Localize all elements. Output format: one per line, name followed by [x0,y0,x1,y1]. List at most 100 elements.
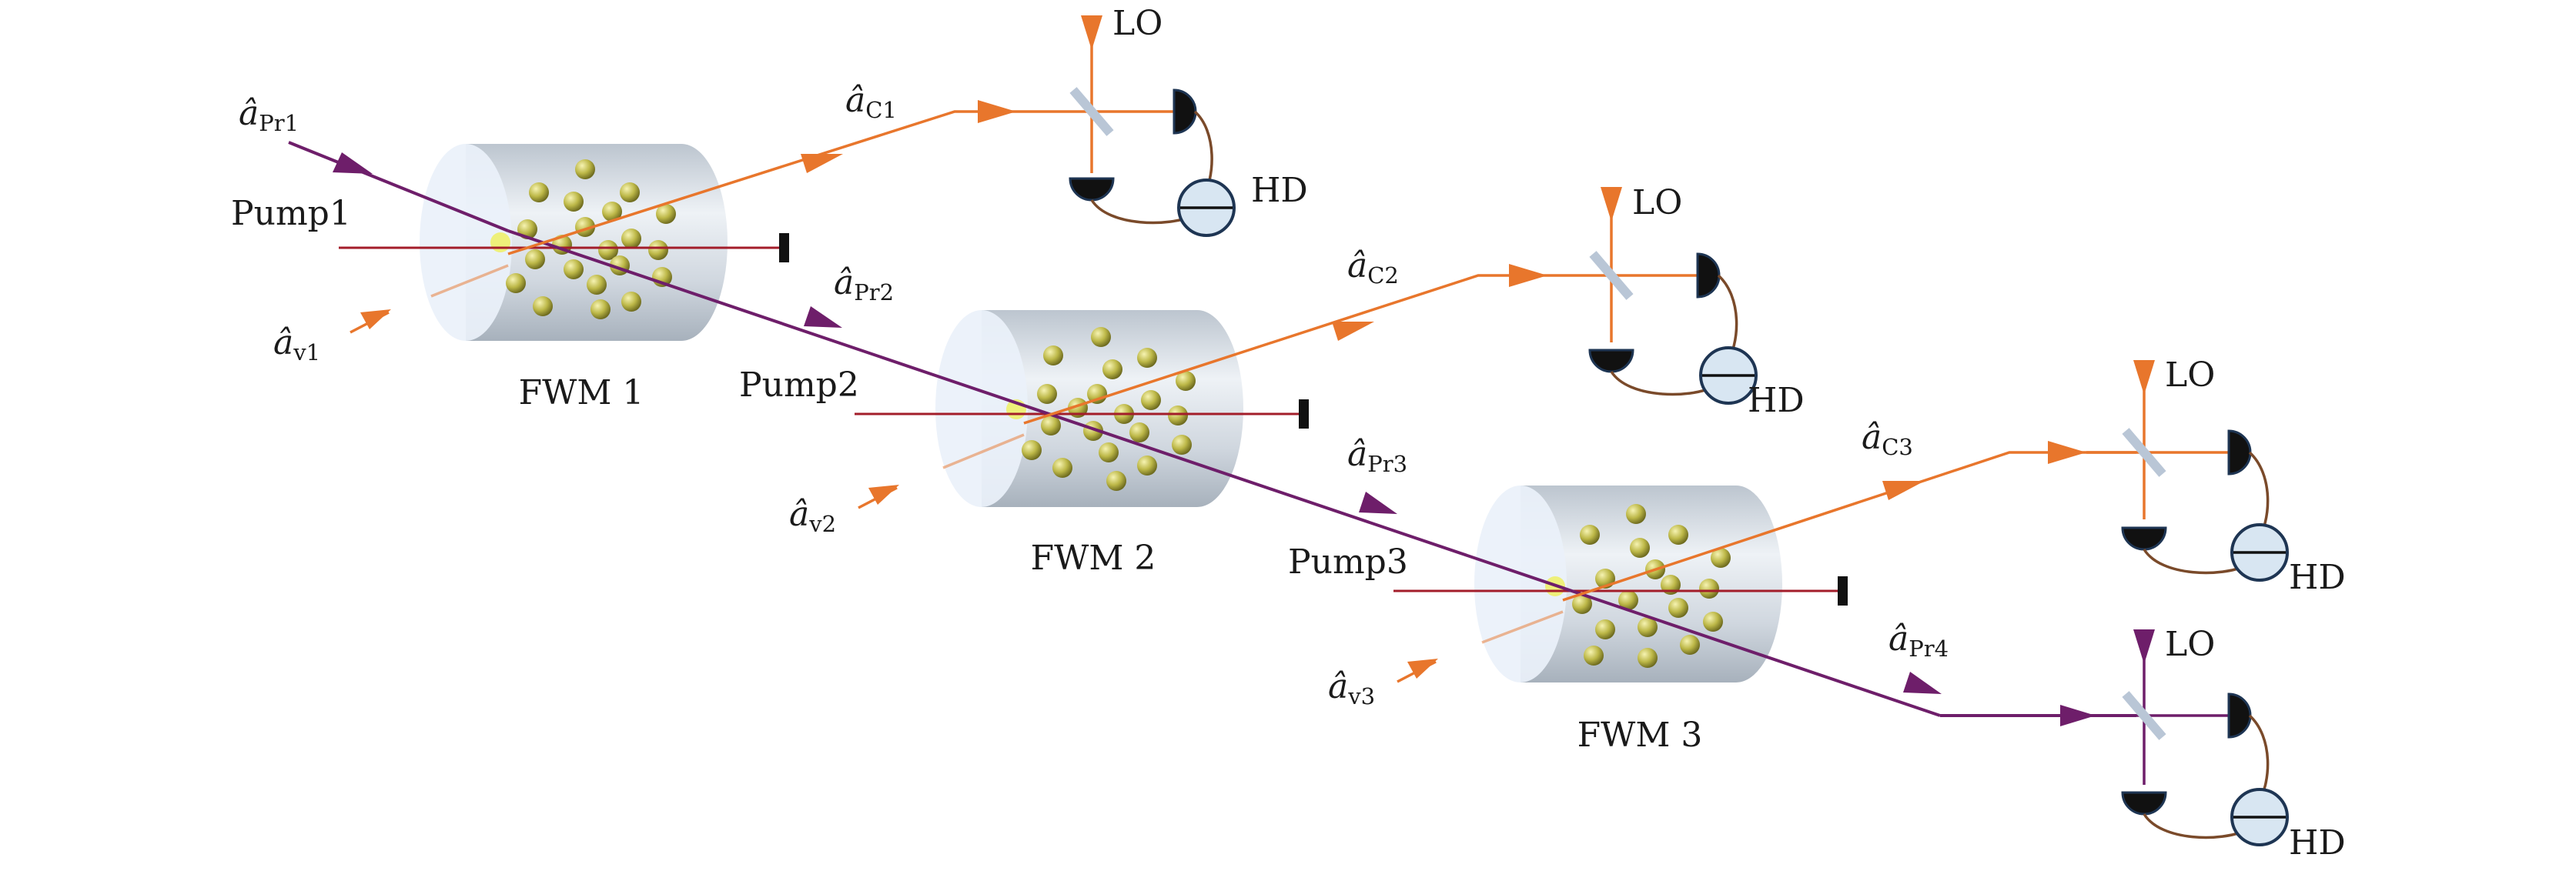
atom [1584,646,1604,666]
photodetector-icon [2121,526,2167,551]
atom [1580,525,1600,545]
atom [533,296,553,316]
arrow-icon [2048,441,2086,464]
atom [1626,504,1646,524]
hd-label: HD [2289,823,2346,863]
arrow-icon [1882,481,1925,500]
conjugate-label-1: âC1 [845,81,897,123]
atom [1037,384,1057,404]
atom [1129,422,1149,442]
atom [602,202,622,222]
vacuum-label-1: âv1 [273,323,320,365]
atom [1091,327,1111,347]
photodetector-icon [2121,791,2167,816]
atom [648,240,668,260]
atom [656,204,676,224]
homodyne-detector-1: LO HD [1069,4,1308,237]
beam-splitter [1589,251,1634,300]
cell-label: FWM 2 [1031,539,1156,578]
atom [1141,390,1161,410]
beam-block-1 [779,233,789,262]
photodetector-icon [2227,692,2252,739]
atom [1668,525,1688,545]
atom [1172,435,1192,455]
atom [1137,348,1157,368]
conjugate-label-2: âC2 [1347,246,1399,289]
arrow-icon [1903,672,1942,694]
atom [529,182,549,202]
beam-splitter [2122,428,2166,477]
pump-label-3: Pump3 [1288,542,1408,582]
atom [620,182,640,202]
photodetector-icon [1069,177,1115,202]
atom [1102,359,1122,379]
vacuum-input-3 [1481,610,1564,644]
lo-label: LO [2165,355,2215,395]
atom [490,232,510,252]
atom [1680,635,1700,655]
atom [621,229,641,249]
atom [598,240,618,260]
pump-beams: Pump1 Pump2 Pump3 [231,194,1848,606]
atom [564,192,584,212]
probe-label-2: âPr2 [834,263,894,305]
photodetector-icon [1588,349,1634,373]
cell-front-face [935,310,1028,507]
lo-label: LO [1112,4,1163,43]
arrow-icon [978,100,1016,123]
atom [621,292,641,312]
photodetector-icon [1696,252,1721,299]
vacuum-label-2: âv2 [789,495,836,537]
homodyne-detector-2: LO HD [1551,183,1805,420]
atom [1638,617,1658,637]
arrow-icon [1601,187,1622,222]
atom [1099,442,1119,462]
photodetector-icon [2227,429,2252,476]
conjugate-beam-1 [507,110,1074,255]
atom [590,299,611,319]
beam-splitter [1069,87,1114,136]
atom [1176,371,1196,391]
arrow-icon [1407,659,1438,679]
atom [506,273,526,293]
fwm-cell-2: FWM 2 [935,310,1243,578]
probe-label-3: âPr3 [1347,435,1407,477]
atom [587,275,607,295]
atom [1106,471,1126,491]
detector-wire [1610,371,1714,396]
arrow-icon [801,154,843,173]
atom [1052,458,1072,478]
fwm-cell-1: FWM 1 [420,144,728,412]
arrow-icon [2133,360,2155,395]
vacuum-input-2 [942,433,1025,469]
beam-block-2 [1299,399,1309,429]
arrow-icon [1359,492,1397,514]
atom [1595,619,1615,639]
atom [1022,440,1042,460]
hd-label: HD [2289,558,2346,597]
atom [1703,612,1723,632]
pump-label-2: Pump2 [739,365,859,405]
arrow-icon [2133,629,2155,664]
atom [1638,648,1658,668]
lo-label: LO [2165,625,2215,664]
atom [525,249,545,269]
probe-segment-in [288,141,509,232]
cell-label: FWM 3 [1577,716,1703,755]
hd-label: HD [1748,381,1805,420]
arrow-icon [1509,264,1547,287]
atom [1630,538,1650,558]
atom [1168,405,1188,425]
atom [1572,594,1592,614]
beam-splitter [2122,691,2166,740]
cell-label: FWM 1 [519,373,644,412]
atom [564,259,584,279]
homodyne-detector-4: LO HD [2094,625,2346,863]
arrow-icon [1332,322,1374,341]
atom [1699,579,1719,599]
atom [1041,415,1061,436]
conjugate-label-3: âC3 [1862,418,1913,460]
atom [1618,590,1638,610]
pump-label-1: Pump1 [231,194,351,233]
